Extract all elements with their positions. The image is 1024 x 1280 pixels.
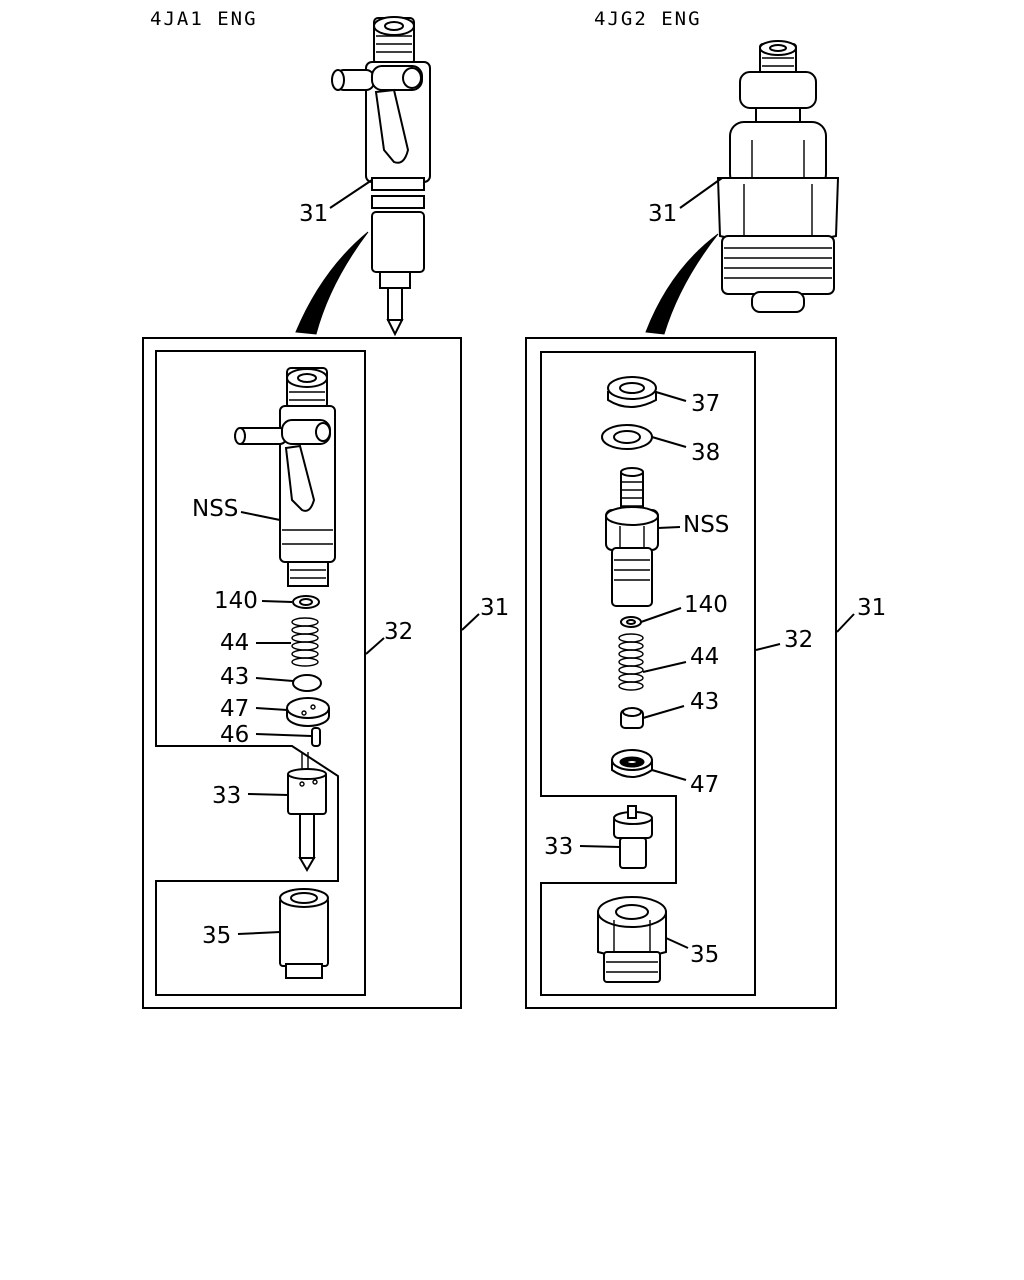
left-part-33-nozzle <box>287 752 327 872</box>
leader-right-top31 <box>679 177 723 209</box>
leader-right-43 <box>642 705 685 719</box>
label-left-nss: NSS <box>192 496 239 522</box>
label-left-31-top: 31 <box>299 201 329 227</box>
leader-left-33 <box>247 793 289 796</box>
label-right-35: 35 <box>690 942 720 968</box>
leader-right-140 <box>640 607 682 623</box>
header-4ja1: 4JA1 ENG <box>150 8 258 30</box>
right-part-43 <box>620 707 644 729</box>
right-box-31 <box>525 337 837 1009</box>
label-left-31-box: 31 <box>480 595 510 621</box>
leader-left-32 <box>365 637 385 655</box>
label-left-44: 44 <box>220 630 250 656</box>
left-part-140 <box>292 595 320 609</box>
label-right-38: 38 <box>691 440 721 466</box>
label-left-140: 140 <box>214 588 258 614</box>
header-4jg2: 4JG2 ENG <box>594 8 702 30</box>
leader-left-46 <box>255 733 312 737</box>
leader-right-44 <box>642 661 687 673</box>
leader-right-35 <box>665 937 689 949</box>
leader-right-47 <box>651 769 687 781</box>
left-injector-assembly <box>295 16 431 337</box>
label-right-33: 33 <box>544 834 574 860</box>
right-nss-body <box>605 467 659 607</box>
right-part-44-spring <box>618 633 644 691</box>
left-part-47 <box>286 697 330 727</box>
left-part-46-pin <box>311 727 321 747</box>
label-left-43: 43 <box>220 664 250 690</box>
left-part-43 <box>292 674 322 692</box>
leader-left-47 <box>255 707 288 711</box>
right-part-35-nut <box>597 896 667 983</box>
label-right-140: 140 <box>684 592 728 618</box>
leader-right-37 <box>655 391 687 402</box>
leader-right-box31 <box>836 613 855 633</box>
right-injector-assembly <box>645 40 840 335</box>
leader-right-nss <box>657 526 681 529</box>
leader-left-35 <box>237 931 281 935</box>
label-right-37: 37 <box>691 391 721 417</box>
label-left-47: 47 <box>220 696 250 722</box>
right-part-33-nozzle <box>613 805 653 869</box>
leader-right-32 <box>755 643 781 651</box>
left-part-44-spring <box>291 617 319 667</box>
label-right-31-box: 31 <box>857 595 887 621</box>
right-part-140 <box>620 616 642 628</box>
label-right-31-top: 31 <box>648 201 678 227</box>
label-left-46: 46 <box>220 722 250 748</box>
label-right-32: 32 <box>784 627 814 653</box>
leader-left-140 <box>261 600 293 603</box>
right-part-37-nut <box>607 376 657 408</box>
label-left-33: 33 <box>212 783 242 809</box>
left-box-31 <box>142 337 462 1009</box>
left-part-35-nut <box>279 888 329 979</box>
right-part-38-washer <box>601 424 653 450</box>
label-right-47: 47 <box>690 772 720 798</box>
right-part-47 <box>611 749 653 778</box>
leader-left-nss <box>240 511 281 521</box>
label-left-32: 32 <box>384 619 414 645</box>
label-right-44: 44 <box>690 644 720 670</box>
label-right-43: 43 <box>690 689 720 715</box>
left-nss-body <box>234 367 336 587</box>
leader-left-box31 <box>461 613 480 631</box>
label-right-nss: NSS <box>683 512 730 538</box>
leader-left-top31 <box>329 179 373 209</box>
leader-right-38 <box>651 436 687 448</box>
leader-right-33 <box>579 845 621 848</box>
leader-left-43 <box>255 677 294 682</box>
label-left-35: 35 <box>202 923 232 949</box>
